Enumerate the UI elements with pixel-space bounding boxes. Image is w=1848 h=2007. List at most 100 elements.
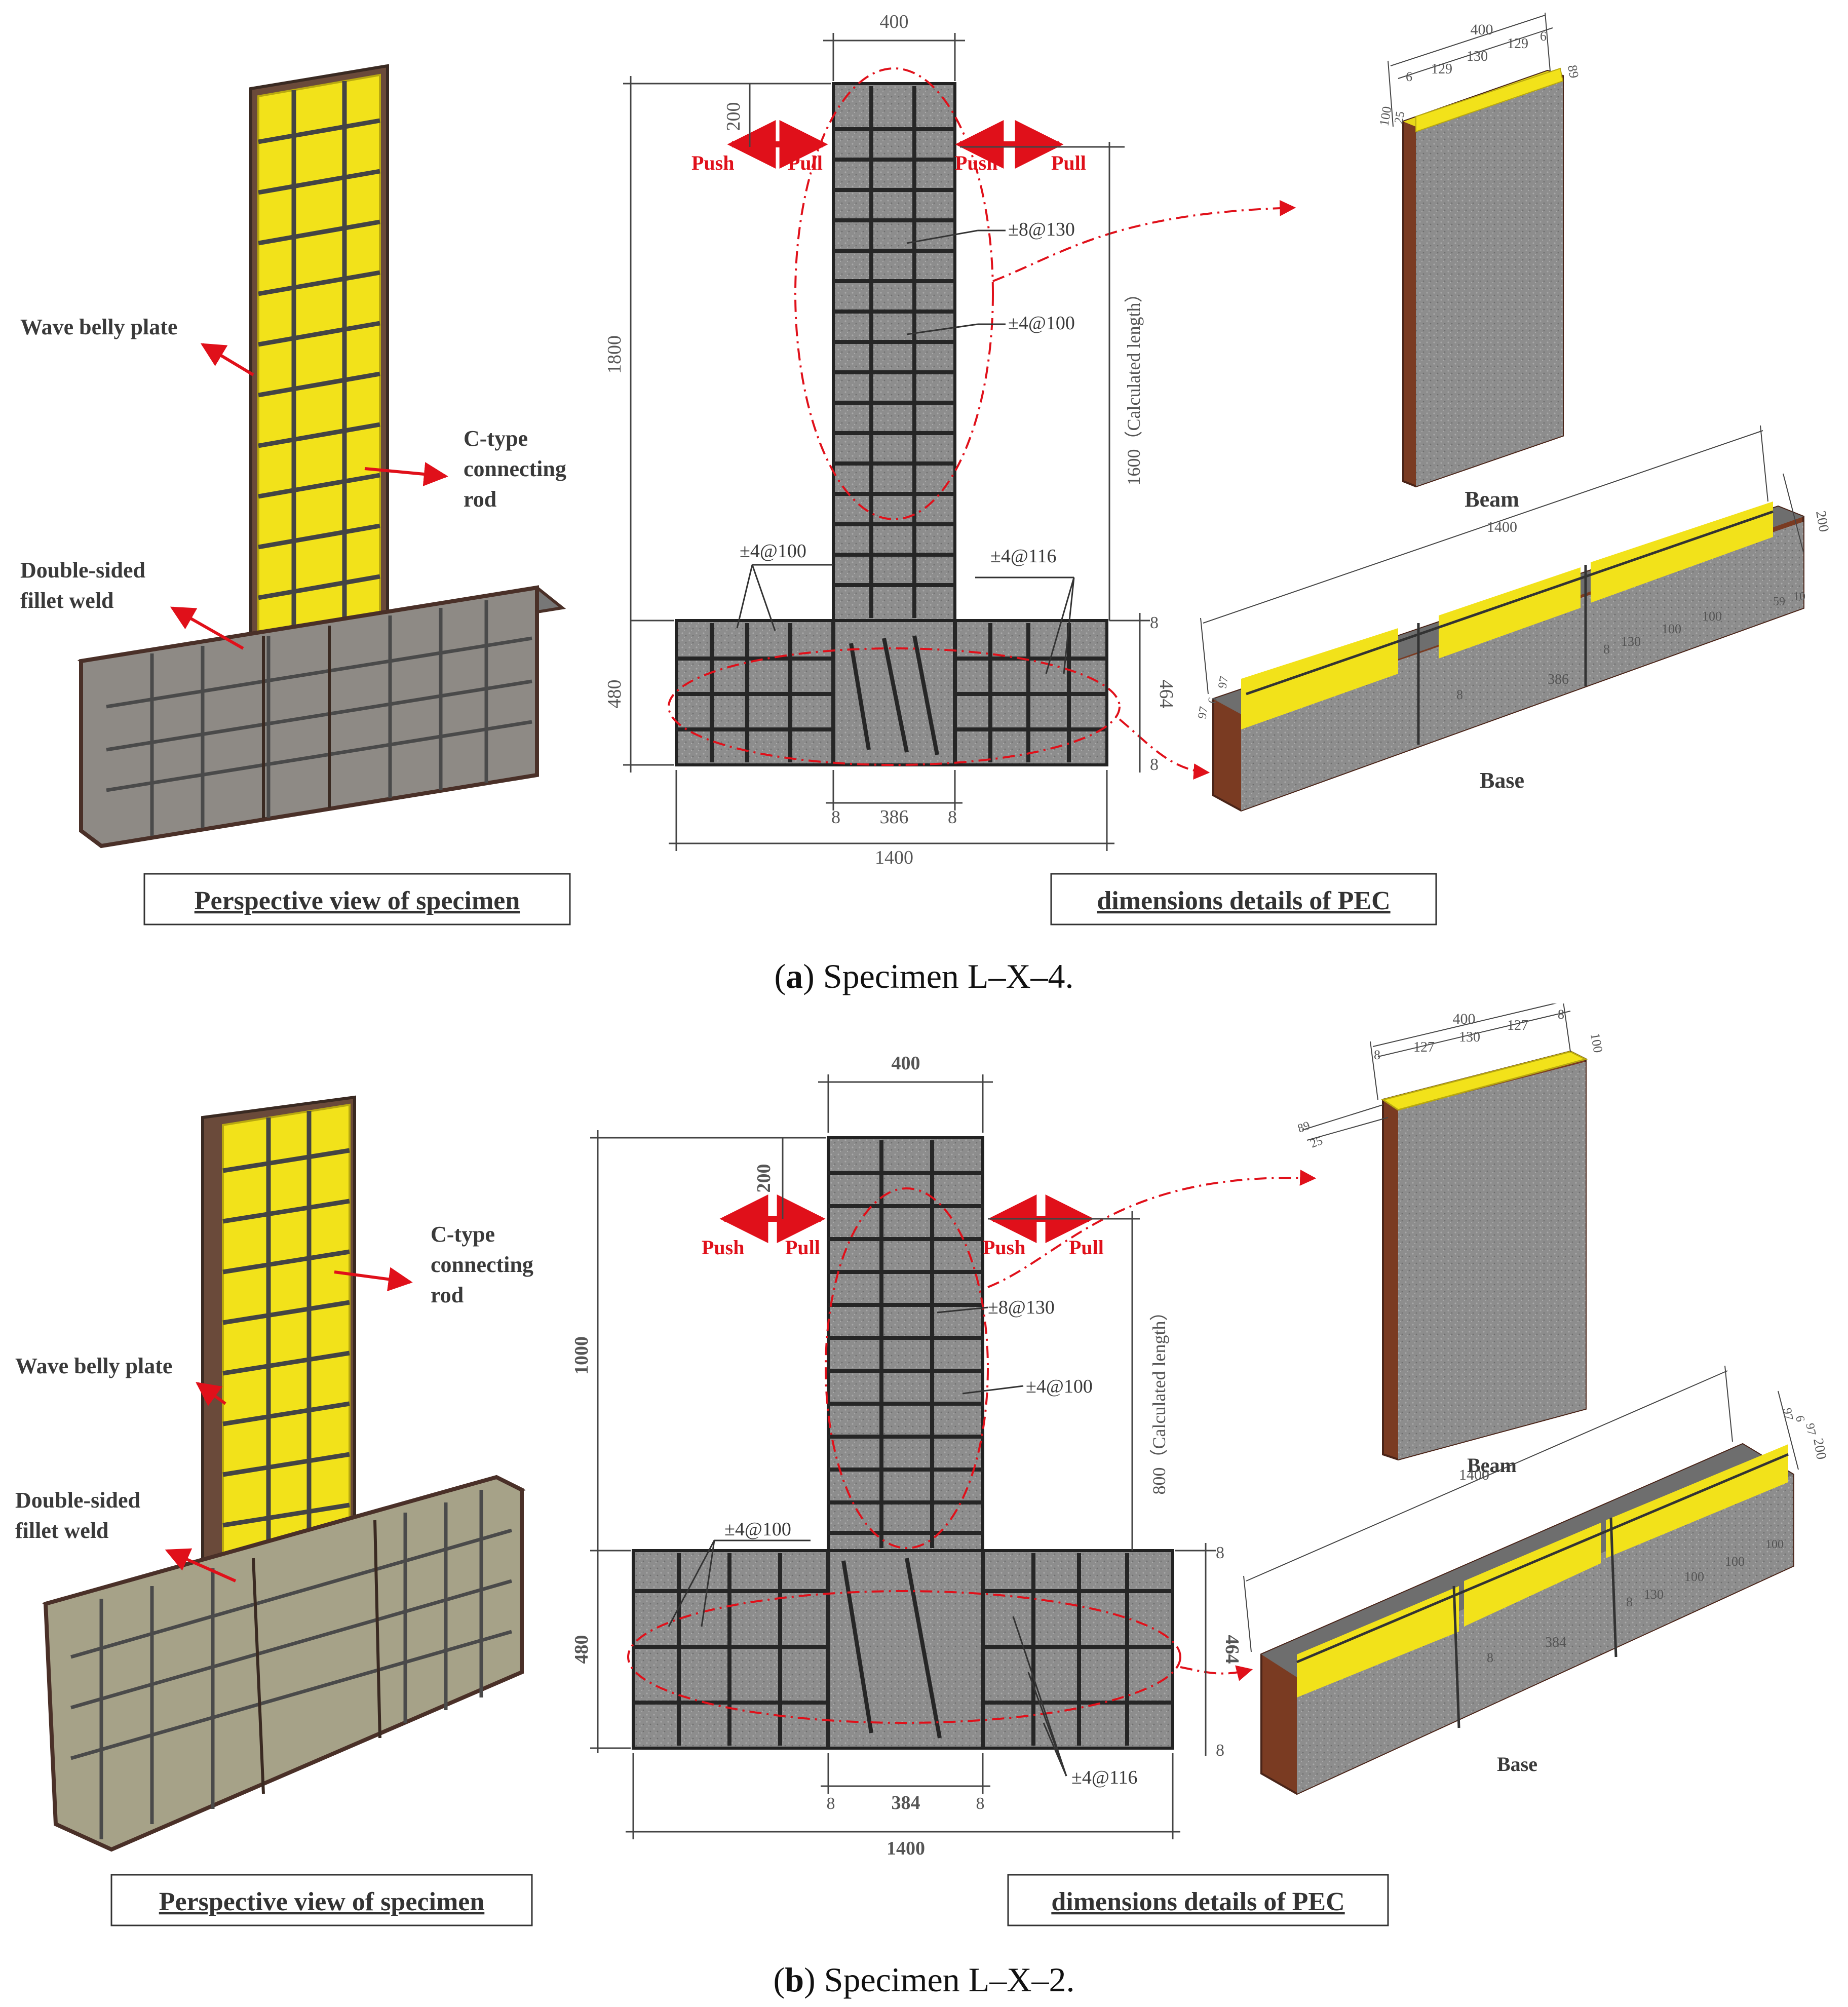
beam-seg3: 127 — [1507, 1018, 1528, 1033]
base3d-s59: 59 — [1773, 595, 1785, 608]
dim-web-inner: 384 — [892, 1792, 920, 1813]
dim-base-width: 1400 — [887, 1838, 925, 1859]
dims-title: dimensions details of PEC — [1097, 886, 1390, 915]
base3d-depth: 200 — [1810, 1437, 1829, 1461]
base3d-length: 1400 — [1459, 1466, 1489, 1483]
dim-web-8a: 8 — [827, 1794, 835, 1813]
label-wave-belly-plate: Wave belly plate — [20, 315, 177, 339]
dim-base-inner: 464 — [1156, 680, 1177, 709]
base-3d: 1400 200 384 8 8 130 100 100 100 97 6 97… — [1243, 1365, 1829, 1795]
perspective-title: Perspective view of specimen — [195, 886, 520, 915]
label-wave-belly-plate: Wave belly plate — [15, 1354, 172, 1378]
base3d-s100a: 100 — [1662, 622, 1681, 636]
dims-title: dimensions details of PEC — [1051, 1887, 1344, 1916]
beam-end-a: 6 — [1406, 69, 1412, 84]
base3d-s8b: 8 — [1603, 642, 1610, 657]
caption-b: (b) Specimen L–X–2. — [774, 1960, 1075, 1999]
beam-seg1: 129 — [1431, 61, 1452, 77]
dim-calc-length: 800（Calculated length） — [1149, 1303, 1169, 1495]
rebar-r3: ±4@100 — [740, 541, 806, 562]
dim-height-total: 1000 — [571, 1336, 592, 1375]
dim-base-height: 480 — [571, 1635, 592, 1664]
pull-label-left: Pull — [785, 1236, 820, 1259]
dim-base-inner: 464 — [1221, 1635, 1243, 1664]
beam-end-b: 6 — [1540, 29, 1547, 44]
dims-title-box — [1007, 1874, 1389, 1926]
beam-width: 400 — [1453, 1011, 1476, 1027]
beam-d1: 100 — [1376, 105, 1394, 127]
base3d-d6: 6 — [1206, 697, 1220, 705]
perspective-view: Wave belly plate C-type connecting rod D… — [15, 1095, 533, 1926]
label-weld-2: fillet weld — [20, 588, 114, 613]
beam-d1: 100 — [1588, 1032, 1605, 1054]
dim-top-offset: 200 — [723, 102, 744, 131]
caption-a-letter: a — [786, 957, 803, 995]
base3d-s10: 10 — [1793, 590, 1805, 603]
rebar-r2: ±4@100 — [1026, 1376, 1093, 1397]
beam-d3: 89 — [1565, 64, 1582, 80]
caption-a: (a) Specimen L–X–4. — [774, 957, 1073, 995]
dim-base-height: 480 — [604, 680, 625, 709]
panel-b-figure: Wave belly plate C-type connecting rod D… — [15, 1004, 1829, 1999]
label-c-type-2: connecting — [464, 456, 566, 481]
perspective-title-box — [143, 873, 571, 925]
push-label-left: Push — [691, 151, 735, 174]
base3d-s130: 130 — [1644, 1587, 1664, 1602]
base3d-d97a: 97 — [1780, 1407, 1795, 1421]
base3d-s130: 130 — [1621, 634, 1641, 649]
rebar-r2: ±4@100 — [1008, 313, 1075, 334]
base3d-label: Base — [1480, 768, 1524, 793]
base-rebar-grid — [106, 600, 532, 836]
pull-label-right: Pull — [1069, 1236, 1104, 1259]
dim-col-width: 400 — [892, 1053, 920, 1074]
beam-d2: 25 — [1308, 1134, 1324, 1151]
beam-end-b: 8 — [1558, 1007, 1564, 1022]
beam-label: Beam — [1467, 1454, 1517, 1477]
dim-base-side-8a: 8 — [1216, 1543, 1224, 1562]
dim-web-8a: 8 — [831, 807, 840, 827]
base3d-inner: 384 — [1545, 1635, 1566, 1650]
panel-b: Wave belly plate C-type connecting rod D… — [0, 1004, 1848, 2007]
beam-d3: 89 — [1296, 1119, 1312, 1136]
perspective-title: Perspective view of specimen — [159, 1887, 485, 1916]
beam-width: 400 — [1471, 21, 1493, 38]
push-label-left: Push — [702, 1236, 745, 1259]
base3d-s10: 100 — [1765, 1538, 1784, 1551]
label-weld-1: Double-sided — [15, 1488, 140, 1513]
label-c-type-2: connecting — [431, 1252, 533, 1277]
beam-d2: 25 — [1392, 110, 1407, 125]
dim-calc-length: 1600（Calculated length） — [1124, 285, 1144, 486]
label-weld-1: Double-sided — [20, 558, 145, 583]
label-c-type-3: rod — [431, 1283, 464, 1307]
beam-seg2: 130 — [1467, 49, 1488, 64]
beam-front — [1416, 81, 1563, 486]
section-column-stirrups — [833, 86, 955, 618]
panel-a-figure: Wave belly plate C-type connecting rod D… — [20, 11, 1832, 995]
base3d-length: 1400 — [1487, 519, 1517, 535]
rebar-r1: ±8@130 — [1008, 219, 1075, 240]
section-column — [832, 82, 956, 622]
base3d-d97a: 97 — [1216, 675, 1231, 689]
dim-top-offset: 200 — [753, 1164, 775, 1193]
beam-3d: 400 127 130 127 8 8 100 25 89 Beam — [1296, 1004, 1605, 1477]
column-rebar-grid — [258, 81, 380, 654]
beam-seg1: 127 — [1413, 1039, 1435, 1055]
dimension-drawing: Push Pull Push Pull 400 200 — [604, 11, 1437, 925]
pull-label-right: Pull — [1051, 151, 1086, 174]
dim-web-8b: 8 — [948, 807, 957, 827]
base3d-label: Base — [1497, 1753, 1537, 1776]
base3d-s100b: 100 — [1702, 609, 1722, 624]
base3d-d6: 6 — [1793, 1415, 1807, 1423]
base3d-depth: 200 — [1813, 510, 1832, 533]
beam-seg2: 130 — [1459, 1029, 1480, 1045]
section-base-rebar — [676, 621, 1107, 765]
wave-belly-plate-shape — [257, 73, 381, 663]
rebar-r4: ±4@116 — [990, 546, 1056, 567]
base3d-d97b: 97 — [1803, 1422, 1818, 1437]
base3d-s100a: 100 — [1684, 1569, 1704, 1584]
perspective-view: Wave belly plate C-type connecting rod D… — [20, 64, 571, 925]
dim-base-side-8b: 8 — [1216, 1741, 1224, 1760]
dim-web-inner: 386 — [880, 806, 909, 828]
dim-height-total: 1800 — [604, 335, 625, 374]
base3d-s8a: 8 — [1487, 1650, 1493, 1665]
